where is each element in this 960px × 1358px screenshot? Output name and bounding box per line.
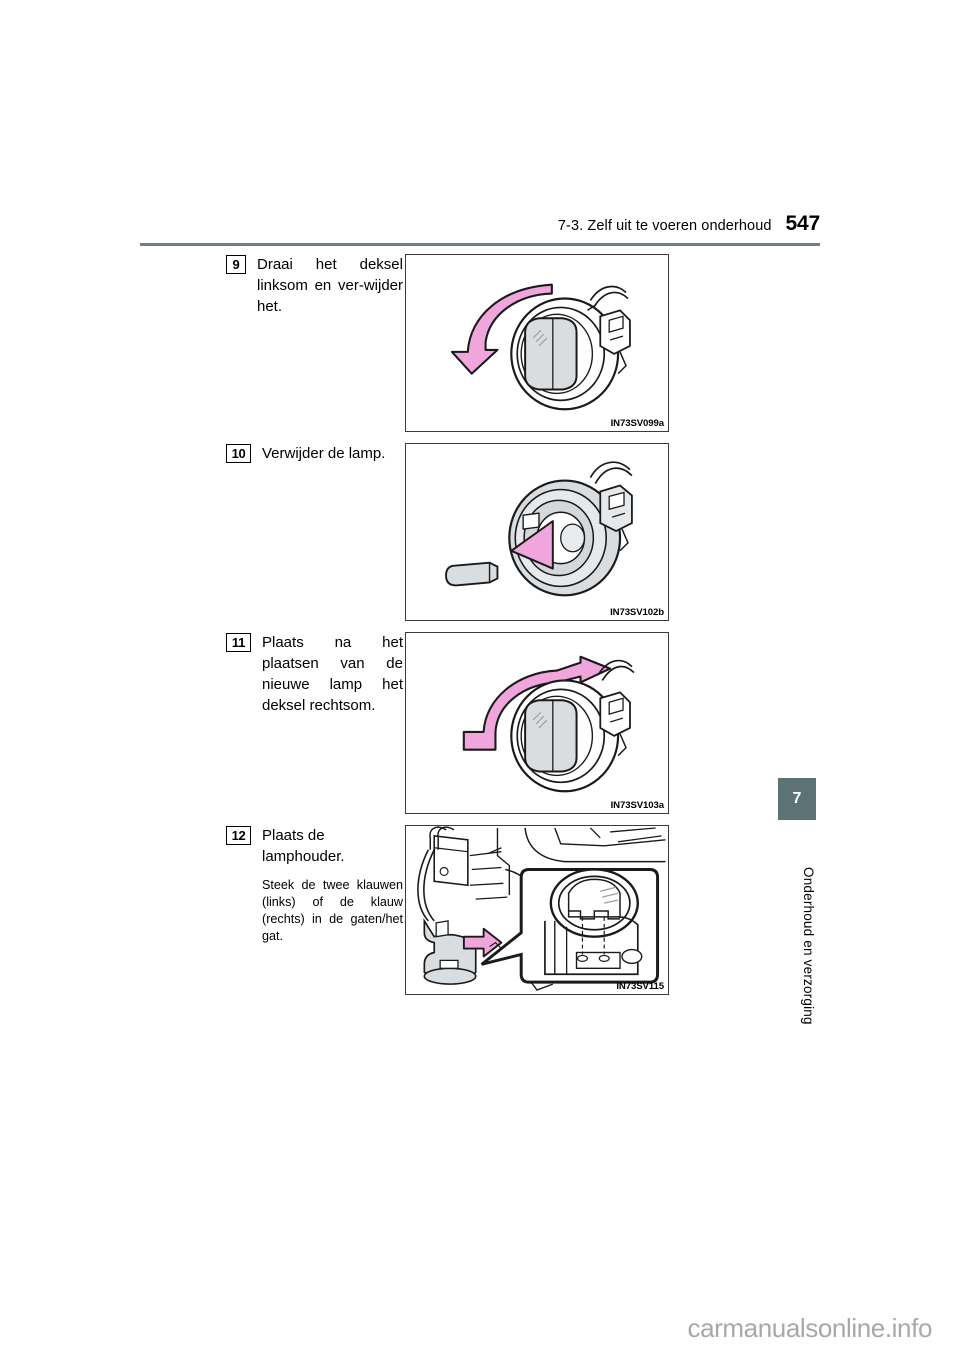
step-number-badge: 10 bbox=[226, 444, 251, 463]
illustration-engine-bay-lamp-holder bbox=[417, 826, 666, 991]
figure-lamp-holder-install: IN73SV115 bbox=[405, 825, 669, 995]
illustration-bulb-removal bbox=[445, 461, 633, 597]
figure-bulb-cover-remove: IN73SV099a bbox=[405, 254, 669, 432]
step-instruction: Draai het deksel linksom en ver-wijder h… bbox=[257, 256, 403, 315]
step-number-badge: 12 bbox=[226, 826, 251, 845]
step-row: 11 Plaats na het plaatsen van de nieuwe … bbox=[140, 632, 820, 814]
step-row: 12 Plaats de lamphouder. Steek de twee k… bbox=[140, 825, 820, 995]
step-instruction: Plaats de lamphouder. bbox=[262, 827, 345, 865]
step-text-column: 9 Draai het deksel linksom en ver-wijder… bbox=[140, 254, 405, 317]
page-number: 547 bbox=[785, 212, 821, 235]
chapter-tab-number: 7 bbox=[792, 790, 802, 807]
figure-code: IN73SV115 bbox=[616, 981, 664, 992]
figure-bulb-cover-install: IN73SV103a bbox=[405, 632, 669, 814]
step-instruction: Plaats na het plaatsen van de nieuwe lam… bbox=[262, 634, 403, 714]
figure-bulb-pull-out: IN73SV102b bbox=[405, 443, 669, 621]
chapter-tab: 7 bbox=[778, 778, 816, 820]
step-number-badge: 11 bbox=[226, 633, 251, 652]
figure-code: IN73SV103a bbox=[610, 800, 665, 811]
step-row: 9 Draai het deksel linksom en ver-wijder… bbox=[140, 254, 820, 432]
page-content: 9 Draai het deksel linksom en ver-wijder… bbox=[140, 254, 820, 995]
site-watermark: carmanualsonline.info bbox=[687, 1313, 932, 1343]
illustration-bulb-cover-counterclockwise bbox=[450, 283, 631, 411]
chapter-tab-label: Onderhoud en verzorging bbox=[801, 867, 816, 1025]
step-text-column: 12 Plaats de lamphouder. Steek de twee k… bbox=[140, 825, 405, 945]
figure-code: IN73SV102b bbox=[610, 607, 664, 618]
step-number-badge: 9 bbox=[226, 255, 246, 274]
breadcrumb: 7-3. Zelf uit te voeren onderhoud bbox=[557, 218, 772, 234]
figure-code: IN73SV099a bbox=[610, 418, 665, 429]
header-divider bbox=[140, 243, 820, 246]
illustration-bulb-cover-clockwise bbox=[462, 655, 635, 793]
step-text-column: 11 Plaats na het plaatsen van de nieuwe … bbox=[140, 632, 405, 716]
step-instruction: Verwijder de lamp. bbox=[262, 445, 386, 462]
step-detail-text: Steek de twee klauwen (links) of de klau… bbox=[262, 878, 403, 943]
page-header: 7-3. Zelf uit te voeren onderhoud 547 bbox=[140, 212, 820, 238]
step-text-column: 10 Verwijder de lamp. bbox=[140, 443, 405, 464]
step-row: 10 Verwijder de lamp. bbox=[140, 443, 820, 621]
